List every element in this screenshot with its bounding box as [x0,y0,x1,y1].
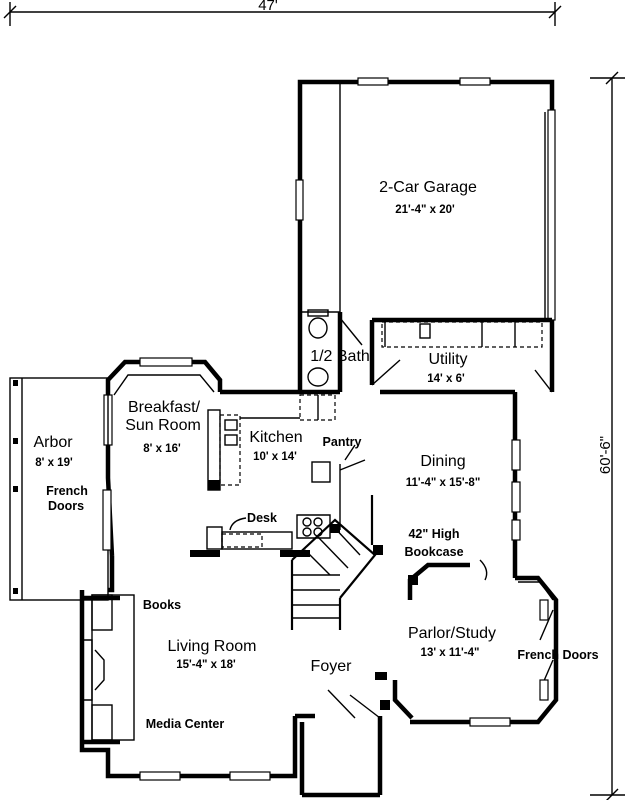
breakfast-label-line2: Sun Room [125,417,201,434]
arbor-french-doors-line2: Doors [48,499,84,513]
desk-pointer [229,517,247,531]
kitchen-counters [207,394,336,491]
dining-size: 11'-4" x 15'-8" [406,477,481,489]
media-center-label: Media Center [146,717,225,731]
garage-walls [295,77,556,392]
dining-windows [511,439,521,541]
half-bath-fixtures [300,309,363,392]
bookcase-label-line2: Bookcase [404,545,463,559]
parlor-size: 13' x 11'-4" [421,647,480,659]
kitchen-size: 10' x 14' [253,451,297,463]
staircase [290,495,383,630]
living-built-ins [82,594,271,781]
garage-label: 2-Car Garage [379,179,477,196]
kitchen-label: Kitchen [249,429,302,446]
garage-size: 21'-4" x 20' [395,204,455,216]
overall-width-label: 47' [258,0,278,14]
parlor-french-doors-label: French Doors [517,648,598,662]
utility-label: Utility [428,351,467,368]
breakfast-size: 8' x 16' [143,443,181,455]
parlor-label: Parlor/Study [408,625,496,642]
breakfast-label-line1: Breakfast/ [128,399,201,416]
utility-size: 14' x 6' [427,373,465,385]
width-dimension-line [3,2,562,26]
dining-label: Dining [420,453,465,470]
arbor-label: Arbor [33,434,73,451]
half-bath-label: 1/2 Bath [310,348,370,365]
desk-counter [190,514,331,557]
bookcase [408,559,488,585]
living-room-label: Living Room [168,638,257,655]
parlor-french-doors [469,581,554,727]
depth-dimension-line [590,71,625,800]
utility-room [369,317,553,393]
arbor-french-doors-line1: French [46,484,88,498]
books-label: Books [143,598,181,612]
foyer-label: Foyer [311,658,353,675]
pantry-label: Pantry [323,435,362,449]
bookcase-label-line1: 42" High [408,527,459,541]
overall-depth-label: 60'-6" [597,436,614,474]
foyer-doors [327,672,390,719]
arbor-size: 8' x 19' [35,457,73,469]
living-room-size: 15'-4" x 18' [176,659,236,671]
desk-label: Desk [247,511,277,525]
arbor-structure [9,377,112,601]
pantry [311,444,366,530]
